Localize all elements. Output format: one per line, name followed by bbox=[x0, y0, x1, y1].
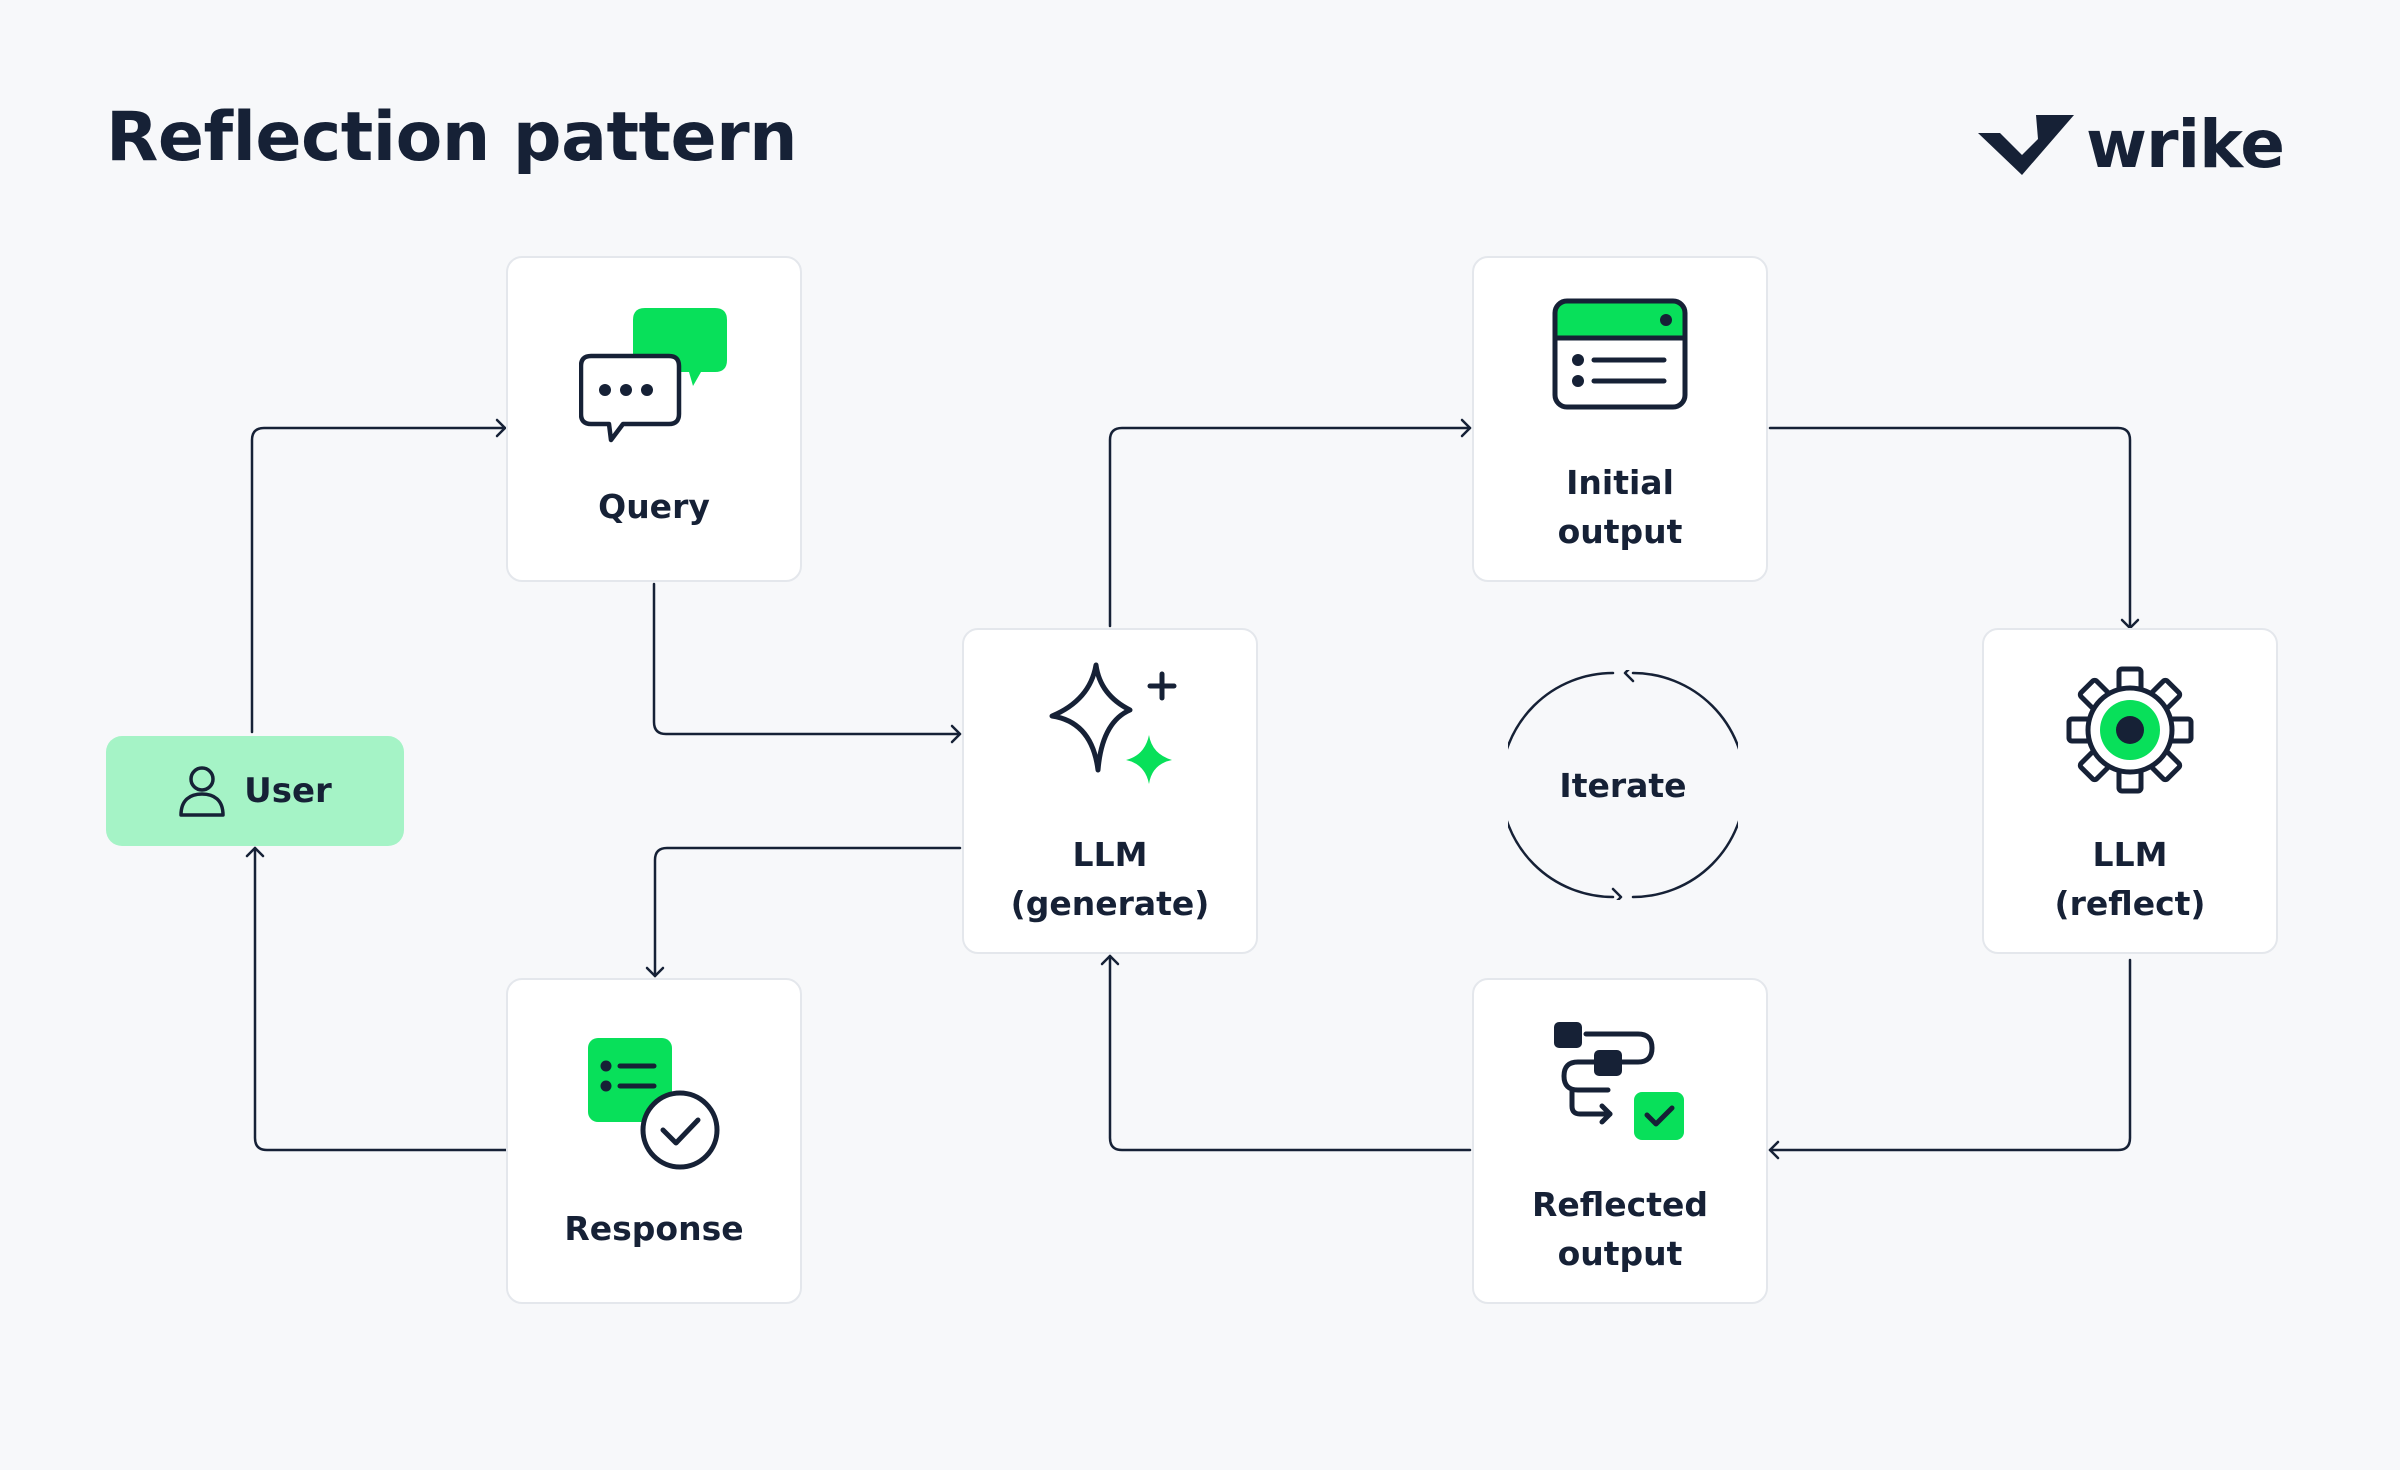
arrow-reflected-output-to-llm-generate bbox=[1108, 954, 1472, 1152]
initial-output-label: Initial output bbox=[1557, 463, 1683, 551]
workflow-flowchart-icon bbox=[1554, 1022, 1684, 1140]
initial-output-node: Initial output bbox=[1472, 256, 1768, 582]
iterate-label: Iterate bbox=[1559, 766, 1687, 805]
llm-generate-node: LLM (generate) bbox=[962, 628, 1258, 954]
arrow-llm-generate-to-initial-output bbox=[1108, 426, 1472, 628]
query-node: Query bbox=[506, 256, 802, 582]
response-node: Response bbox=[506, 978, 802, 1304]
arrow-llm-generate-to-response bbox=[653, 846, 962, 978]
arrow-initial-output-to-llm-reflect bbox=[1768, 426, 2132, 630]
response-checklist-icon bbox=[588, 1038, 720, 1170]
chat-bubbles-icon bbox=[579, 308, 727, 443]
query-label: Query bbox=[598, 487, 710, 526]
reflected-output-label: Reflected output bbox=[1532, 1185, 1708, 1273]
page-title: Reflection pattern bbox=[106, 98, 798, 177]
user-label: User bbox=[244, 771, 332, 811]
user-icon bbox=[179, 766, 225, 817]
llm-reflect-label: LLM (reflect) bbox=[2054, 835, 2206, 923]
llm-reflect-node: LLM (reflect) bbox=[1982, 628, 2278, 954]
wrike-logo: wrike bbox=[1978, 106, 2285, 183]
browser-window-icon bbox=[1552, 298, 1688, 410]
arrow-query-to-llm-generate bbox=[652, 582, 962, 736]
reflected-output-node: Reflected output bbox=[1472, 978, 1768, 1304]
wrike-checkmark-icon bbox=[1978, 115, 2074, 175]
gear-icon bbox=[2066, 666, 2194, 794]
arrow-llm-reflect-to-reflected-output bbox=[1768, 958, 2132, 1152]
llm-generate-label: LLM (generate) bbox=[1010, 835, 1210, 923]
iterate-loop: Iterate bbox=[1499, 663, 1747, 907]
arrow-response-to-user bbox=[253, 846, 510, 1152]
user-node: User bbox=[106, 736, 404, 846]
arrow-user-to-query bbox=[250, 426, 507, 734]
response-label: Response bbox=[564, 1209, 744, 1248]
sparkle-icon bbox=[1049, 662, 1177, 784]
logo-wordmark: wrike bbox=[2086, 106, 2285, 183]
